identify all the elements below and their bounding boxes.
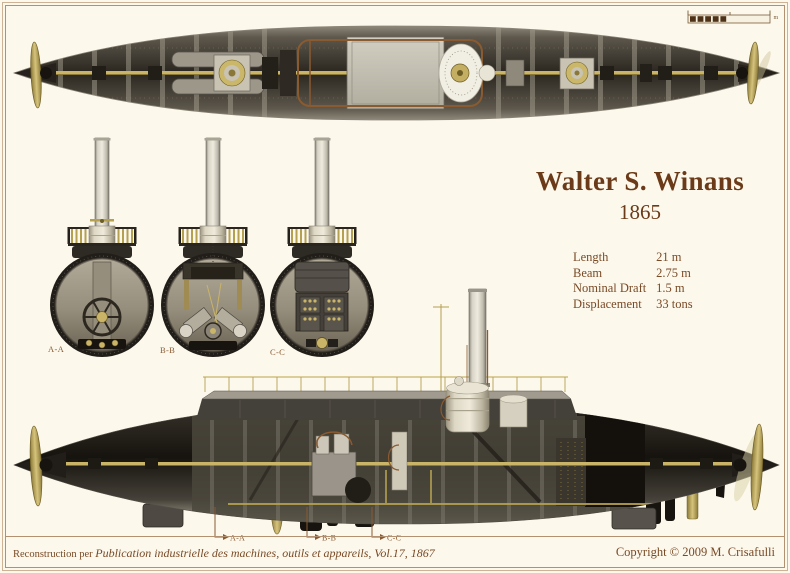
boiler-casing-plan — [346, 36, 445, 110]
spec-value: 2.75 m — [656, 265, 691, 280]
stern-propeller-side-icon — [733, 423, 764, 511]
bow-propeller-icon — [30, 41, 52, 109]
spec-row-draft: Nominal Draft 1.5 m — [573, 281, 693, 297]
scale-unit-label: m — [774, 15, 779, 21]
section-markers — [214, 507, 380, 538]
title-block: Walter S. Winans 1865 — [512, 166, 768, 225]
cross-section-c — [269, 137, 375, 358]
scale-bar: m — [687, 10, 779, 24]
spec-label: Beam — [573, 265, 603, 280]
spec-label: Displacement — [573, 296, 642, 311]
ship-year: 1865 — [619, 200, 661, 224]
spec-value: 33 tons — [656, 296, 693, 311]
side-pump — [387, 431, 408, 491]
aft-capstan — [559, 57, 595, 90]
forward-capstan — [213, 54, 251, 92]
side-hull-interior — [40, 403, 756, 524]
page-title: Walter S. Winans — [535, 166, 745, 196]
spec-label: Length — [573, 250, 609, 264]
section-label-aa: A-A — [48, 344, 65, 354]
section-label-bb: B-B — [160, 345, 175, 355]
cross-section-b — [160, 137, 266, 358]
top-view-drawing — [12, 25, 781, 121]
side-engine — [311, 431, 371, 503]
side-funnel — [465, 288, 490, 392]
marker-label-aa: A-A — [230, 534, 245, 543]
side-boiler — [440, 376, 490, 433]
specs-table: Length 21 m Beam 2.75 m Nominal Draft 1.… — [573, 250, 693, 312]
spec-value: 21 m — [656, 250, 682, 264]
footer-divider — [6, 536, 784, 537]
cross-section-a — [49, 137, 155, 358]
bow-propeller-side-icon — [29, 425, 53, 507]
boiler-dome-plan — [438, 43, 496, 103]
source-title: Publication industrielle des machines, o… — [95, 546, 435, 560]
section-label-cc: C-C — [270, 347, 285, 357]
spec-row-length: Length 21 m — [573, 250, 693, 266]
signal-mast — [433, 304, 449, 391]
marker-label-bb: B-B — [322, 534, 336, 543]
footer-credit: Reconstruction per Publication industrie… — [13, 546, 435, 561]
deck-railing — [203, 376, 568, 392]
side-aux-cylinder — [499, 394, 528, 428]
spec-row-displacement: Displacement 33 tons — [573, 297, 693, 313]
stern-propeller-icon — [736, 41, 771, 105]
spec-row-beam: Beam 2.75 m — [573, 266, 693, 282]
footer-copyright: Copyright © 2009 M. Crisafulli — [615, 545, 775, 559]
spec-value: 1.5 m — [656, 281, 685, 295]
credit-prefix: Reconstruction per — [13, 549, 93, 560]
spec-label: Nominal Draft — [573, 281, 647, 295]
marker-label-cc: C-C — [387, 534, 401, 543]
side-view-drawing: A-A B-B C-C — [13, 288, 780, 543]
